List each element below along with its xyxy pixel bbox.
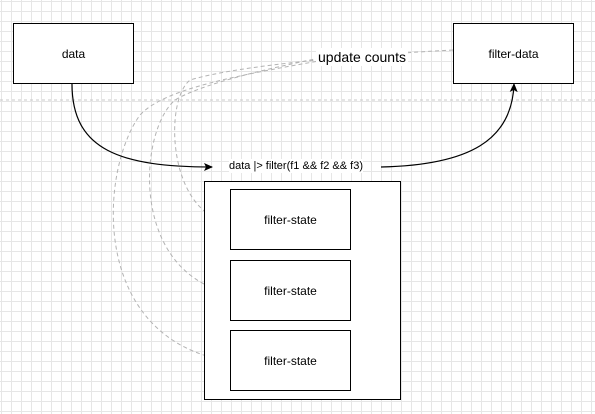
flow-arrow-filter-to-output: [380, 83, 518, 168]
update-counts-label[interactable]: update counts: [316, 48, 408, 66]
data-node[interactable]: data: [13, 23, 134, 84]
data-node-label: data: [61, 46, 86, 61]
filter-state-label-2: filter-state: [264, 283, 317, 298]
update-arrow-3: [112, 58, 331, 359]
filter-state-label-1: filter-state: [264, 212, 317, 227]
filter-state-node-2[interactable]: filter-state: [230, 260, 351, 321]
update-arrow-1: [174, 49, 454, 219]
filter-state-label-3: filter-state: [264, 353, 317, 368]
filter-expression-label[interactable]: data |> filter(f1 && f2 && f3): [229, 159, 364, 173]
flow-arrow-data-to-filter: [71, 83, 213, 171]
filter-data-node-label: filter-data: [488, 46, 539, 61]
filter-data-node[interactable]: filter-data: [453, 23, 574, 84]
filter-state-node-1[interactable]: filter-state: [230, 189, 351, 250]
filter-state-node-3[interactable]: filter-state: [230, 330, 351, 391]
